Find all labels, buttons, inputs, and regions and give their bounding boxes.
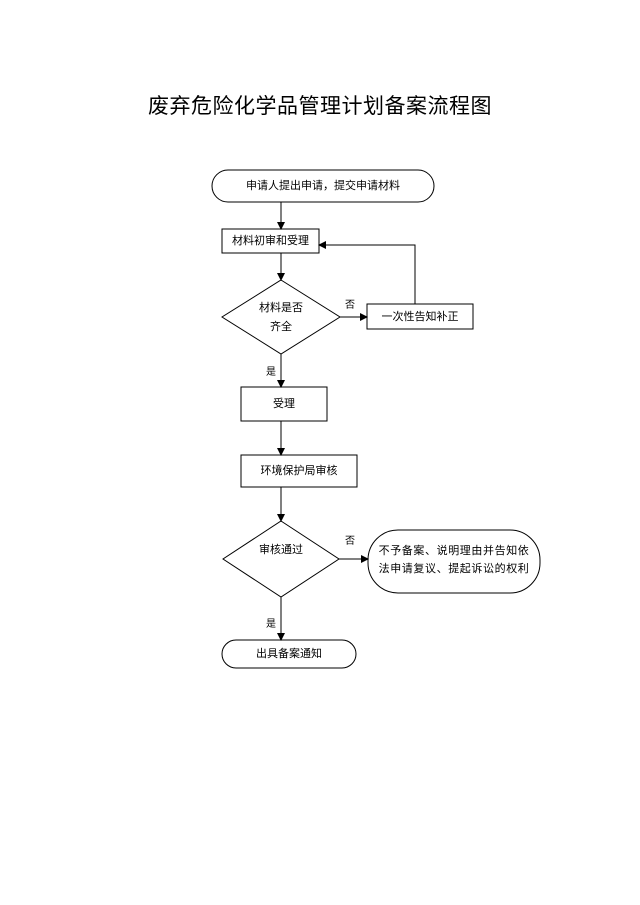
yes-label-1: 是 [266, 367, 276, 378]
accept-label: 受理 [273, 397, 295, 410]
start-terminal [211, 169, 435, 203]
pass-decision [222, 520, 340, 598]
review-box [221, 228, 320, 254]
arrow-notify-back-to-review [318, 241, 416, 304]
notify-once-label: 一次性告知补正 [381, 310, 459, 323]
complete-question-line1: 材料是否 [259, 301, 303, 314]
no-label-1: 否 [345, 300, 355, 311]
complete-decision [221, 279, 341, 355]
epb-review-label: 环境保护局审核 [260, 464, 338, 477]
no-label-2: 否 [345, 536, 355, 547]
yes-label-2: 是 [266, 619, 276, 630]
reject-label-line2: 法申请复议、提起诉讼的权利 [378, 562, 530, 575]
epb-review-box [240, 454, 358, 488]
accept-box [240, 386, 328, 422]
reject-label-line1: 不予备案、说明理由并告知依 [378, 544, 530, 557]
pass-question-label: 审核通过 [259, 543, 303, 556]
complete-question-line2: 齐全 [270, 320, 292, 333]
review-label: 材料初审和受理 [232, 234, 309, 247]
page-title: 废弃危险化学品管理计划备案流程图 [148, 94, 492, 118]
start-label: 申请人提出申请，提交申请材料 [246, 179, 400, 192]
end-terminal [221, 639, 357, 669]
end-label: 出具备案通知 [256, 647, 322, 660]
